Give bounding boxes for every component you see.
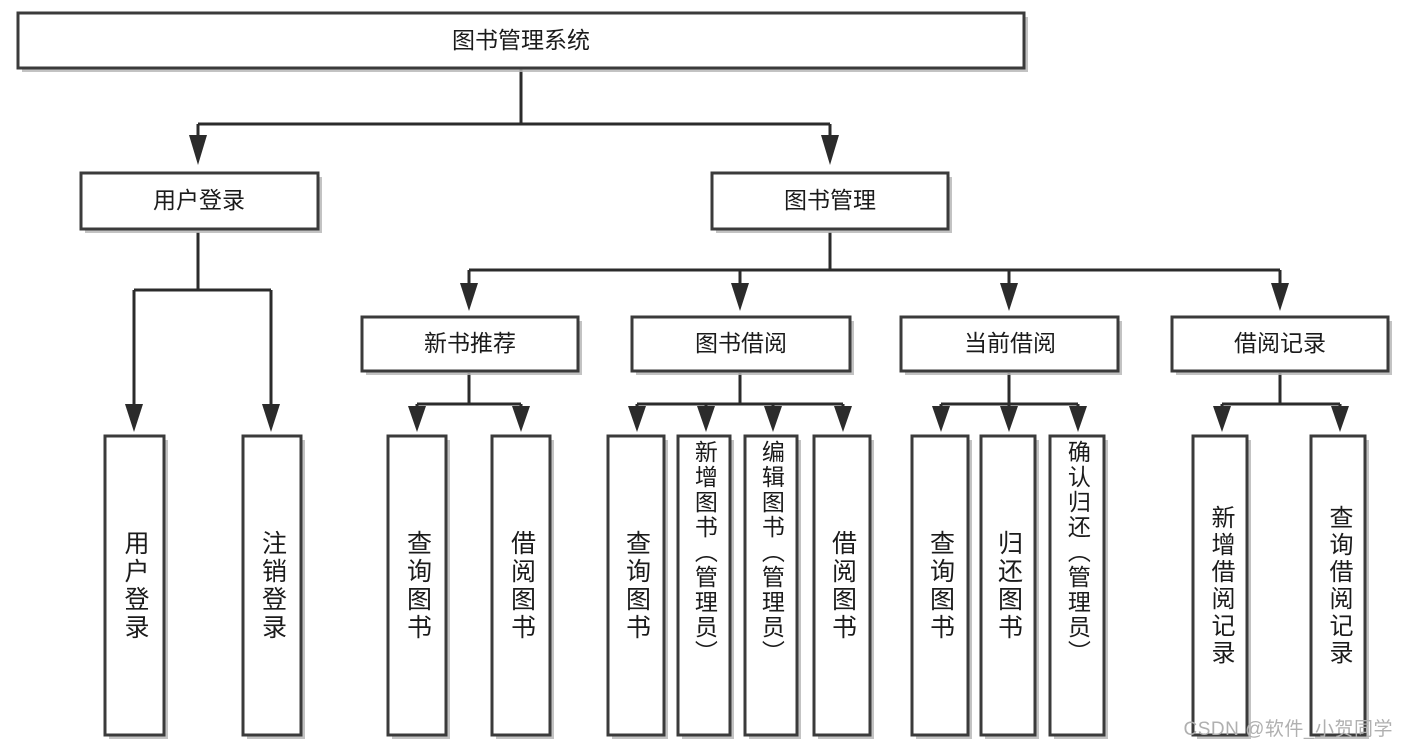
leaf-edit-book-box[interactable] [743, 434, 799, 737]
leaf-confirm-return-box[interactable] [1048, 434, 1106, 737]
book-management-box[interactable] [710, 171, 950, 231]
arrow-leaf-return-book [1000, 406, 1018, 432]
user-login-box[interactable] [79, 171, 320, 231]
node-user-login[interactable]: 用户登录 [79, 171, 322, 233]
new-book-recommend-box[interactable] [360, 315, 580, 373]
arrow-leaf-borrow-book-1 [512, 406, 530, 432]
leaf-query-book-3-box[interactable] [910, 434, 970, 737]
node-new-book-recommend[interactable]: 新书推荐 [360, 315, 582, 375]
node-borrow-record[interactable]: 借阅记录 [1170, 315, 1392, 375]
arrow-leaf-confirm-return [1069, 406, 1087, 432]
arrow-leaf-add-book [697, 406, 715, 432]
arrow-leaf-logout-login [262, 404, 280, 432]
arrow-user-login [189, 135, 207, 165]
borrow-record-label: 借阅记录 [1234, 330, 1326, 356]
connectors-book-management-to-level3 [460, 232, 1289, 311]
arrow-leaf-query-record [1331, 406, 1349, 432]
user-login-label: 用户登录 [153, 187, 245, 213]
leaf-return-book-box[interactable] [979, 434, 1037, 737]
leaf-query-book-1-box[interactable] [386, 434, 448, 737]
arrow-leaf-query-book-1 [408, 406, 426, 432]
arrow-borrow-record [1271, 283, 1289, 311]
arrow-current-borrow [1000, 283, 1018, 311]
leaf-query-book-2-box[interactable] [606, 434, 666, 737]
arrow-leaf-edit-book [764, 406, 782, 432]
root-label: 图书管理系统 [452, 27, 590, 53]
node-current-borrow[interactable]: 当前借阅 [899, 315, 1122, 375]
arrow-new-book-recommend [460, 283, 478, 311]
arrow-book-management [821, 135, 839, 165]
node-book-management[interactable]: 图书管理 [710, 171, 952, 233]
leaf-user-login-box[interactable] [103, 434, 166, 737]
connectors-user-login-to-leaves [125, 232, 280, 432]
book-borrow-label: 图书借阅 [695, 330, 787, 356]
csdn-watermark: CSDN @软件_小贺同学 [1183, 719, 1393, 740]
arrow-leaf-query-book-3 [932, 406, 950, 432]
node-book-borrow[interactable]: 图书借阅 [630, 315, 854, 375]
leaf-borrow-book-1-box[interactable] [490, 434, 552, 737]
connectors-root-to-level2 [189, 68, 839, 165]
arrow-leaf-user-login [125, 404, 143, 432]
leaf-query-record-box[interactable] [1309, 434, 1367, 737]
current-borrow-label: 当前借阅 [964, 330, 1056, 356]
connectors-current-borrow-to-leaves [932, 373, 1087, 432]
leaf-boxes [103, 434, 1369, 739]
connectors-borrow-record-to-leaves [1213, 373, 1349, 432]
node-root-book-management-system[interactable]: 图书管理系统 [16, 11, 1028, 72]
book-management-label: 图书管理 [784, 187, 876, 213]
root-box[interactable] [16, 11, 1026, 70]
connectors-new-book-to-leaves [408, 373, 530, 432]
arrow-leaf-query-book-2 [628, 406, 646, 432]
arrow-leaf-add-record [1213, 406, 1231, 432]
borrow-record-box[interactable] [1170, 315, 1390, 373]
leaf-add-record-box[interactable] [1191, 434, 1249, 737]
connectors-book-borrow-to-leaves [628, 373, 852, 432]
new-book-recommend-label: 新书推荐 [424, 330, 516, 356]
leaf-logout-login-box[interactable] [241, 434, 303, 737]
book-borrow-box[interactable] [630, 315, 852, 373]
arrow-book-borrow [731, 283, 749, 311]
current-borrow-box[interactable] [899, 315, 1120, 373]
arrow-leaf-borrow-book-2 [834, 406, 852, 432]
leaf-add-book-box[interactable] [676, 434, 732, 737]
leaf-borrow-book-2-box[interactable] [812, 434, 872, 737]
